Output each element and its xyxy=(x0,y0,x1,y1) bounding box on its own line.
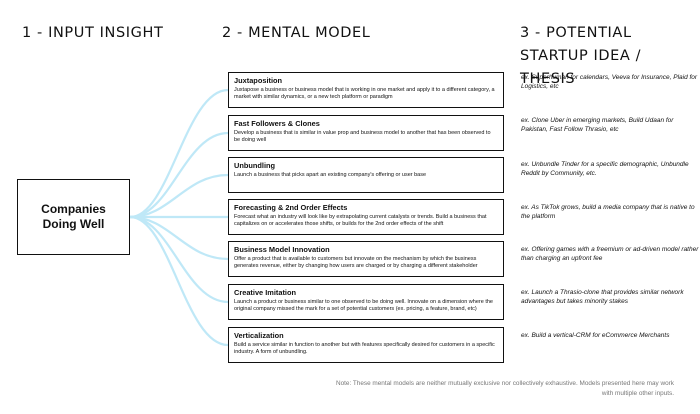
column-header-startup-idea: 3 - POTENTIAL STARTUP IDEA / THESIS xyxy=(520,25,642,87)
example-text: ex. Clone Uber in emerging markets, Buil… xyxy=(521,117,674,134)
connector-line xyxy=(128,131,230,219)
model-title: Creative Imitation xyxy=(234,288,297,297)
model-title: Fast Followers & Clones xyxy=(234,119,320,128)
model-title: Forecasting & 2nd Order Effects xyxy=(234,203,348,212)
model-box-verticalization: Verticalization Build a service similar … xyxy=(228,327,504,363)
model-box-juxtaposition: Juxtaposition Juxtapose a business or bu… xyxy=(228,72,504,108)
model-box-creative-imitation: Creative Imitation Launch a product or b… xyxy=(228,284,504,320)
footnote: Note: These mental models are neither mu… xyxy=(335,380,674,397)
example-text: ex. Build a vertical-CRM for eCommerce M… xyxy=(521,332,670,339)
connector-line xyxy=(128,173,230,219)
model-title: Juxtaposition xyxy=(234,76,283,85)
connector-line xyxy=(128,215,230,347)
model-title: Verticalization xyxy=(234,331,284,340)
model-box-forecasting: Forecasting & 2nd Order Effects Forecast… xyxy=(228,199,504,235)
model-box-unbundling: Unbundling Launch a business that picks … xyxy=(228,157,504,193)
model-description: Juxtapose a business or business model t… xyxy=(234,86,495,100)
example-text: ex. Offering games with a freemium or ad… xyxy=(521,246,699,263)
model-description: Build a service similar in function to a… xyxy=(234,341,495,355)
example-text: ex. Unbundle Tinder for a specific demog… xyxy=(521,161,689,178)
model-description: Launch a business that picks apart an ex… xyxy=(234,171,427,178)
model-description: Develop a business that is similar in va… xyxy=(234,129,491,143)
model-box-fast-followers: Fast Followers & Clones Develop a busine… xyxy=(228,115,504,151)
example-text: ex. Launch a Thrasio-clone that provides… xyxy=(521,289,684,306)
model-box-business-model-innovation: Business Model Innovation Offer a produc… xyxy=(228,241,504,277)
model-description: Offer a product that is available to cus… xyxy=(234,255,478,269)
model-title: Unbundling xyxy=(234,161,276,170)
connector-line xyxy=(128,215,230,304)
model-title: Business Model Innovation xyxy=(234,245,330,254)
connector-line xyxy=(128,215,230,261)
column-header-input-insight: 1 - INPUT INSIGHT xyxy=(22,25,164,41)
example-text: ex. As TikTok grows, build a media compa… xyxy=(521,204,695,221)
model-description: Forecast what an industry will look like… xyxy=(234,213,487,227)
model-description: Launch a product or business similar to … xyxy=(234,298,493,312)
column-header-mental-model: 2 - MENTAL MODEL xyxy=(222,25,371,41)
example-text: ex. Superhuman for calendars, Veeva for … xyxy=(521,74,698,91)
source-box-companies-doing-well: Companies Doing Well xyxy=(17,179,130,255)
source-label: Companies Doing Well xyxy=(41,202,106,231)
connector-line xyxy=(128,88,230,219)
